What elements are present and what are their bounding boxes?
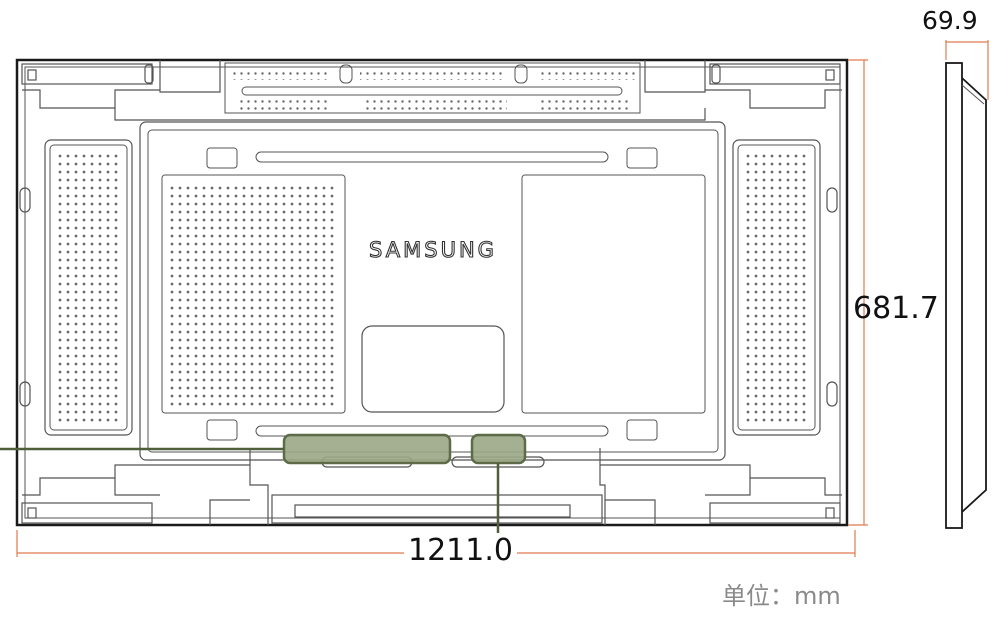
right-vent-panel [732, 139, 821, 436]
monitor-inner-frame [24, 66, 841, 519]
vent-grille-icon [540, 68, 635, 80]
vent-grille-icon [362, 100, 507, 110]
mounting-bracket-icon [600, 464, 842, 524]
left-vent-panel [44, 139, 133, 436]
vent-grille-icon [56, 150, 122, 426]
port-highlight-right [470, 433, 527, 465]
handle-slot-icon [19, 187, 838, 407]
mounting-bracket-icon [705, 63, 842, 109]
width-dimension-label: 1211.0 [404, 536, 517, 566]
vent-grille-icon [360, 68, 505, 80]
dimension-height-line [848, 59, 868, 526]
vent-grille-icon [238, 100, 328, 110]
vent-grille-icon [744, 150, 810, 426]
depth-dimension-label: 69.9 [922, 6, 978, 35]
unit-label: 单位：mm [722, 582, 841, 610]
mounting-bracket-icon [21, 464, 250, 524]
mounting-bracket-icon [21, 63, 706, 121]
vent-grille-icon [540, 100, 630, 110]
height-dimension-label: 681.7 [853, 291, 939, 326]
port-highlight-left [282, 433, 452, 465]
central-body [139, 121, 726, 461]
dimension-depth-line [945, 40, 989, 100]
side-profile-view [945, 62, 987, 529]
top-vent-band [159, 60, 706, 114]
vent-grille-icon [232, 68, 327, 80]
samsung-logo-icon: SAMSUNG [369, 238, 497, 262]
vent-grille-icon [170, 182, 338, 407]
